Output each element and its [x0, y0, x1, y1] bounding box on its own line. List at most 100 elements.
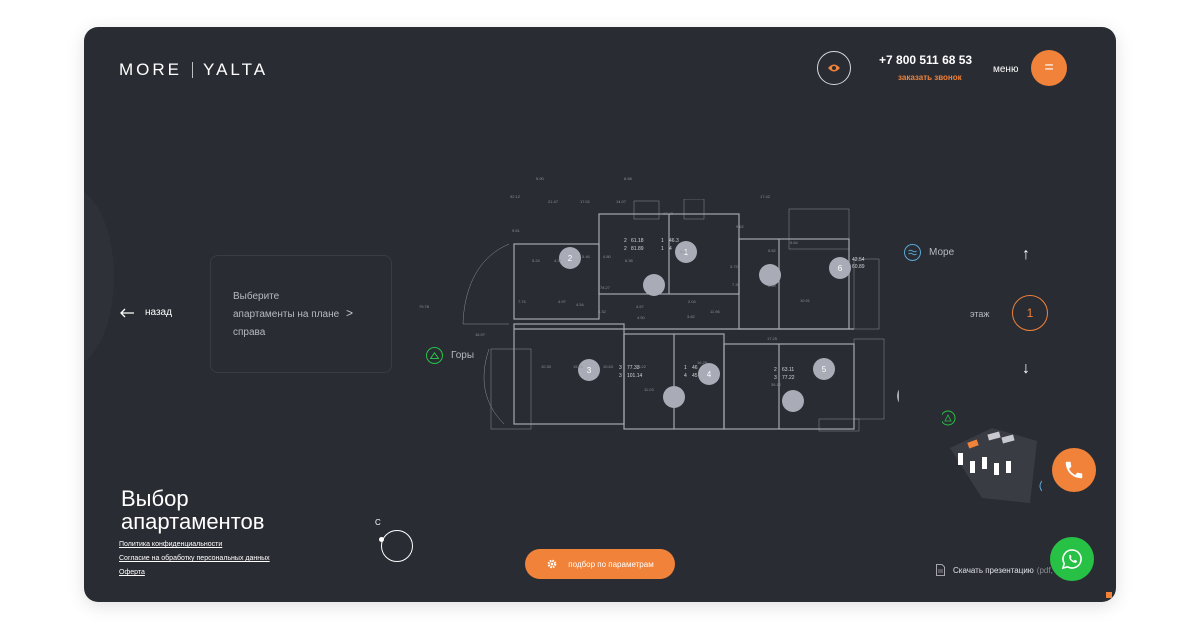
- app-frame: MORE YALTA +7 800 511 68 53 заказать зво…: [84, 27, 1116, 602]
- room-area-label: 17.42: [663, 211, 674, 216]
- unit-marker-3: [578, 359, 600, 381]
- unit-3-rooms-alt: 3: [619, 373, 622, 379]
- waves-icon: [904, 244, 921, 261]
- document-icon: [936, 564, 945, 576]
- unit-marker-2: [643, 274, 665, 296]
- unit-1-area: 46.3: [669, 238, 679, 244]
- unit-markers[interactable]: 1 2 3 4 5 6 1 46.3 1 4 2 61.18 2 81.89 3…: [84, 27, 1116, 602]
- room-area-label: 3.82: [687, 314, 696, 319]
- unit-number-3: 3: [587, 366, 592, 375]
- chevron-right-icon: >: [346, 306, 354, 320]
- page-title: Выбор апартаментов: [121, 487, 264, 533]
- sea-direction: Море: [904, 244, 954, 261]
- minimap-waves-icon: [1039, 480, 1042, 492]
- back-button[interactable]: назад: [119, 307, 172, 318]
- site-minimap[interactable]: [942, 403, 1042, 513]
- room-area-label: 8.58: [624, 176, 633, 181]
- unit-6-area: 42.54: [852, 257, 865, 263]
- floor-indicator[interactable]: 1: [1012, 295, 1048, 331]
- unit-3-rooms: 3: [619, 365, 622, 371]
- unit-number-5: 5: [822, 365, 827, 374]
- whatsapp-icon: [1061, 549, 1082, 570]
- filter-button[interactable]: подбор по параметрам: [525, 549, 675, 579]
- room-area-label: 11.96: [710, 309, 720, 314]
- footer-links: Политика конфиденциальности Согласие на …: [119, 541, 270, 583]
- room-area-label: 9.61: [512, 228, 521, 233]
- room-area-label: 16.97: [475, 332, 486, 337]
- menu-button[interactable]: =: [1031, 50, 1067, 86]
- floor-down-arrow[interactable]: ↓: [1022, 360, 1030, 377]
- compass-icon: [379, 530, 413, 562]
- hamburger-icon: =: [1044, 59, 1054, 76]
- room-area-label: 4.50: [637, 315, 646, 320]
- call-button[interactable]: [1052, 448, 1096, 492]
- corner-accent: [1106, 592, 1112, 598]
- unit-6-area-alt: 60.89: [852, 264, 865, 270]
- back-label: назад: [145, 307, 172, 318]
- unit-1-area-alt: 4: [669, 246, 672, 252]
- mountains-label: Горы: [451, 350, 475, 361]
- page-title-line2: апартаментов: [121, 509, 265, 534]
- whatsapp-button[interactable]: [1050, 537, 1094, 581]
- eye-icon: [828, 64, 840, 72]
- floor-up-arrow[interactable]: ↑: [1022, 246, 1030, 263]
- unit-2-rooms-alt: 2: [624, 246, 627, 252]
- room-area-label: 17.01: [580, 199, 591, 204]
- privacy-link[interactable]: Политика конфиденциальности: [119, 541, 223, 548]
- room-area-label: 4.97: [558, 299, 567, 304]
- arrow-left-icon: [120, 308, 134, 317]
- unit-3-area: 77.33: [627, 365, 640, 371]
- unit-marker-1: [675, 241, 697, 263]
- logo-more: MORE: [119, 60, 182, 79]
- room-area-label: 15.46: [573, 364, 584, 369]
- room-area-label: 5.64: [790, 240, 799, 245]
- room-area-label: 2.04: [688, 299, 697, 304]
- hint-text: Выберите апартаменты на плане справа: [233, 291, 340, 338]
- room-area-label: 15.22: [636, 364, 647, 369]
- unit-5-rooms-alt: 3: [774, 375, 777, 381]
- unit-number-6: 6: [838, 264, 843, 273]
- room-area-label: 3.73: [730, 264, 739, 269]
- consent-link[interactable]: Согласие на обработку персональных данны…: [119, 555, 270, 562]
- unit-4-rooms: 1: [684, 365, 687, 371]
- unit-3-area-alt: 101.14: [627, 373, 643, 379]
- phone-number[interactable]: +7 800 511 68 53: [879, 53, 973, 67]
- room-area-label: 5.32: [598, 309, 607, 314]
- unit-4-area-alt: 45: [692, 373, 698, 379]
- unit-1-rooms: 1: [661, 238, 664, 244]
- compass-north-label: С: [375, 518, 381, 527]
- unit-marker-4: [782, 390, 804, 412]
- floor-plan[interactable]: [459, 199, 899, 434]
- compass-pointer: [379, 537, 384, 542]
- unit-marker-5: [813, 358, 835, 380]
- phone-icon: [1065, 461, 1083, 479]
- room-area-label: 7.35: [732, 282, 741, 287]
- room-area-label: 4.57: [636, 304, 645, 309]
- logo-divider: [192, 62, 193, 78]
- menu-label[interactable]: меню: [993, 64, 1019, 75]
- unit-4-rooms-alt: 4: [684, 373, 687, 379]
- offer-link[interactable]: Оферта: [119, 569, 145, 576]
- room-area-label: 9.61: [680, 249, 689, 254]
- room-area-label: 9.62: [736, 224, 745, 229]
- room-area-label: 36.12: [771, 382, 782, 387]
- unit-marker-2: [559, 247, 581, 269]
- room-area-label: 78.27: [600, 285, 611, 290]
- mountains-direction: Горы: [426, 347, 474, 364]
- sea-label: Море: [929, 247, 955, 258]
- unit-marker-1: [759, 264, 781, 286]
- accessibility-button[interactable]: [817, 51, 851, 85]
- unit-2-area-alt: 81.89: [631, 246, 644, 252]
- gear-icon: [547, 559, 557, 569]
- room-area-label: 10.91: [800, 298, 811, 303]
- filter-button-label: подбор по параметрам: [568, 559, 654, 569]
- room-area-label: 16.29: [697, 360, 708, 365]
- room-area-label: 4.37: [554, 258, 563, 263]
- logo-yalta: YALTA: [203, 60, 269, 79]
- unit-5-area: 63.11: [782, 367, 794, 373]
- room-area-label: 7.74: [518, 299, 527, 304]
- logo[interactable]: MORE YALTA: [119, 60, 268, 80]
- callback-link[interactable]: заказать звонок: [898, 73, 962, 82]
- room-area-label: 6.69: [768, 283, 777, 288]
- room-area-label: 14.07: [616, 199, 627, 204]
